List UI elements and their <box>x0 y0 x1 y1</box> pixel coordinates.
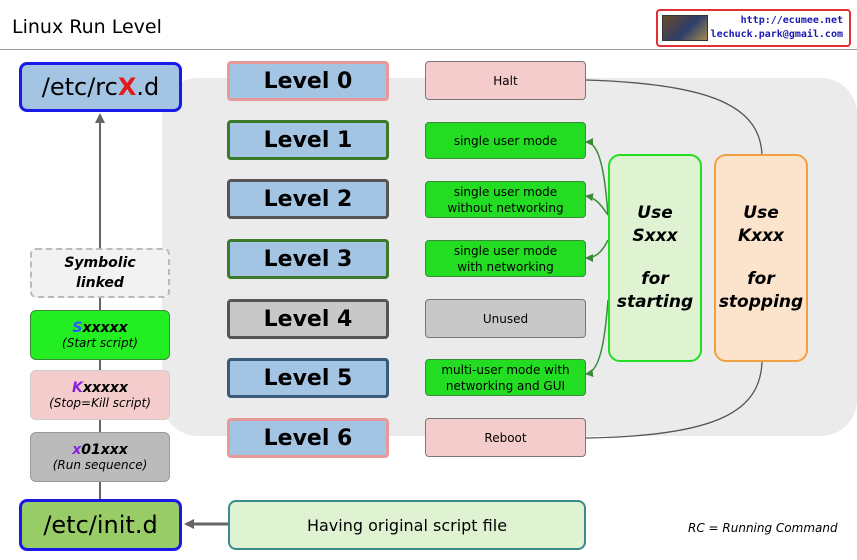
original-script-label: Having original script file <box>306 515 508 535</box>
kill-letter: K <box>71 380 83 396</box>
use-kill-line2: Kxxx <box>737 226 785 246</box>
start-script-box: Sxxxxx (Start script) <box>30 310 170 360</box>
init-directory-label: /etc/init.d <box>43 511 158 539</box>
symbolic-linked-label: Symbolic linked <box>64 255 136 291</box>
level-0-label: Level 0 <box>263 68 353 94</box>
rc-prefix: /etc/rc <box>41 73 118 101</box>
run-sequence-box: x01xxx (Run sequence) <box>30 432 170 482</box>
seq-caption: (Run sequence) <box>52 458 148 472</box>
level-5-box: Level 5 <box>227 358 389 398</box>
kill-rest: xxxxx <box>82 380 128 396</box>
level-1-box: Level 1 <box>227 120 389 160</box>
rc-x-highlight: X <box>117 73 137 101</box>
use-kill-line3: for <box>747 269 775 289</box>
start-caption: (Start script) <box>62 336 138 350</box>
level-0-box: Level 0 <box>227 61 389 101</box>
title-divider <box>0 49 857 50</box>
level-4-box: Level 4 <box>227 299 389 339</box>
seq-letter: x <box>72 442 82 458</box>
init-directory-box: /etc/init.d <box>19 499 182 551</box>
level-5-desc: multi-user mode with networking and GUI <box>425 359 586 396</box>
rc-suffix: .d <box>136 73 160 101</box>
author-url[interactable]: http://ecumee.net <box>740 15 843 26</box>
level-2-desc: single user mode without networking <box>425 181 586 218</box>
original-script-box: Having original script file <box>228 500 586 550</box>
start-rest: xxxxx <box>82 320 128 336</box>
kill-caption: (Stop=Kill script) <box>49 396 151 410</box>
level-3-label: Level 3 <box>263 246 353 272</box>
level-1-desc: single user mode <box>425 122 586 159</box>
level-2-box: Level 2 <box>227 179 389 219</box>
use-start-line2: Sxxx <box>632 226 678 246</box>
use-kill-line1: Use <box>743 203 779 223</box>
start-letter: S <box>72 320 83 336</box>
level-6-desc: Reboot <box>425 418 586 457</box>
footnote: RC = Running Command <box>688 521 838 535</box>
level-5-label: Level 5 <box>263 365 353 391</box>
kill-script-box: Kxxxxx (Stop=Kill script) <box>30 370 170 420</box>
level-4-label: Level 4 <box>263 306 353 332</box>
use-start-box: Use Sxxx for starting <box>608 154 702 362</box>
symbolic-linked-box: Symbolic linked <box>30 248 170 298</box>
level-3-box: Level 3 <box>227 239 389 279</box>
use-start-line4: starting <box>616 292 694 312</box>
level-4-desc: Unused <box>425 299 586 338</box>
level-2-label: Level 2 <box>263 186 353 212</box>
author-email[interactable]: lechuck.park@gmail.com <box>710 29 843 40</box>
author-photo <box>662 15 708 41</box>
seq-rest: 01xxx <box>81 442 128 458</box>
level-1-label: Level 1 <box>263 127 353 153</box>
level-0-desc: Halt <box>425 61 586 100</box>
use-start-line3: for <box>641 269 669 289</box>
level-3-desc: single user mode with networking <box>425 240 586 277</box>
use-kill-line4: stopping <box>718 292 804 312</box>
author-info-box: http://ecumee.net lechuck.park@gmail.com <box>656 9 851 47</box>
level-6-box: Level 6 <box>227 418 389 458</box>
level-6-label: Level 6 <box>263 425 353 451</box>
diagram-title: Linux Run Level <box>12 16 162 38</box>
use-kill-box: Use Kxxx for stopping <box>714 154 808 362</box>
use-start-line1: Use <box>637 203 673 223</box>
